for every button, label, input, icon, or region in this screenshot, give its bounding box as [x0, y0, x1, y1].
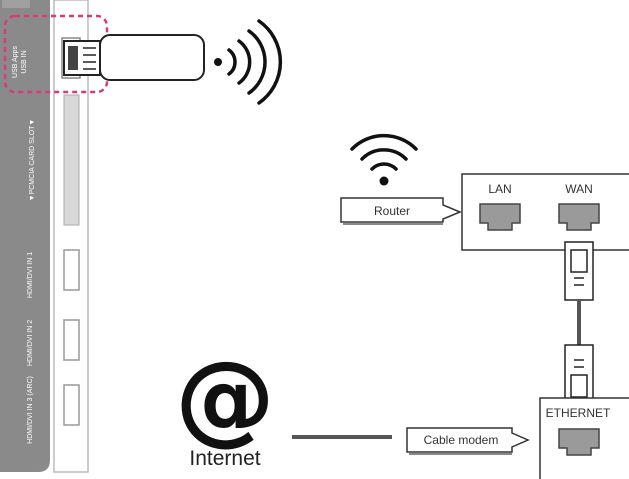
- modem-panel: ETHERNET: [539, 397, 629, 479]
- wan-port-label: WAN: [565, 182, 593, 196]
- hdmi-port-3: [63, 384, 80, 426]
- hdmi-3-label: HDMI/DVI IN 3 (ARC): [27, 376, 34, 444]
- dongle-signal-icon: [214, 19, 283, 105]
- ethernet-cable: [564, 241, 594, 404]
- router-label: Router: [374, 204, 410, 218]
- ethernet-port-label: ETHERNET: [546, 406, 611, 420]
- hdmi-2-label: HDMI/DVI IN 2: [27, 320, 34, 366]
- hdmi-port-2: [63, 319, 80, 361]
- pcmcia-card-slot: [63, 94, 80, 226]
- usb-highlight: [3, 14, 109, 94]
- router-wifi-icon: [350, 133, 418, 186]
- router-label-box: Router: [340, 197, 462, 225]
- usb-port-label: USB Apps: [12, 46, 19, 78]
- hdmi-port-1: [63, 249, 80, 291]
- tv-side-panel: USB Apps USB IN ▼PCMCIA CARD SLOT▼ HDMI/…: [0, 0, 89, 473]
- usb-port-label-2: USB IN: [21, 50, 28, 73]
- pcmcia-slot-label: ▼PCMCIA CARD SLOT▼: [29, 119, 36, 202]
- ethernet-port: [558, 428, 600, 456]
- hdmi-1-label: HDMI/DVI IN 1: [27, 252, 34, 298]
- wan-port: [558, 203, 600, 231]
- internet-at-symbol: @: [175, 339, 275, 456]
- wifi-dongle: [63, 34, 205, 81]
- lan-port-label: LAN: [488, 182, 511, 196]
- internet-label: Internet: [189, 447, 261, 470]
- cable-modem-label-box: Cable modem: [406, 427, 530, 455]
- router-panel: LAN WAN: [461, 173, 629, 251]
- cable-modem-label: Cable modem: [424, 433, 499, 447]
- lan-port: [479, 203, 521, 231]
